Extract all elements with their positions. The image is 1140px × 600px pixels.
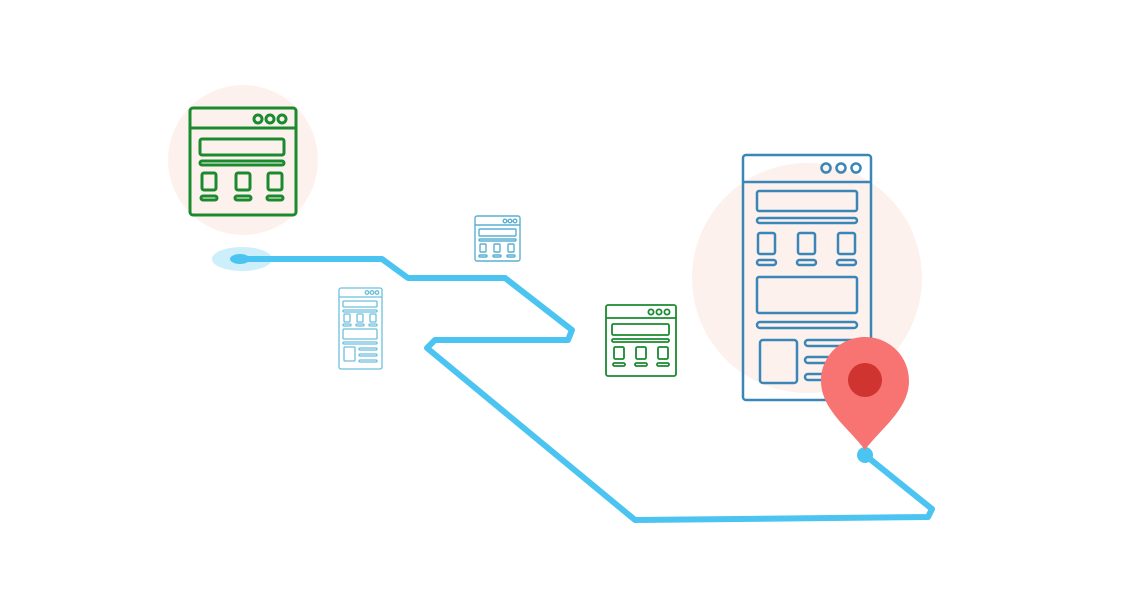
location-pin-icon xyxy=(821,337,909,450)
website-wireframe-icon xyxy=(605,304,677,377)
journey-path xyxy=(237,256,935,523)
website-wireframe-icon xyxy=(474,215,521,262)
path-end-dot xyxy=(857,447,873,463)
website-wireframe-icon xyxy=(188,106,298,217)
mobile-wireframe-icon xyxy=(741,153,873,402)
path-start-dot xyxy=(230,254,250,264)
mobile-wireframe-icon xyxy=(338,287,383,370)
